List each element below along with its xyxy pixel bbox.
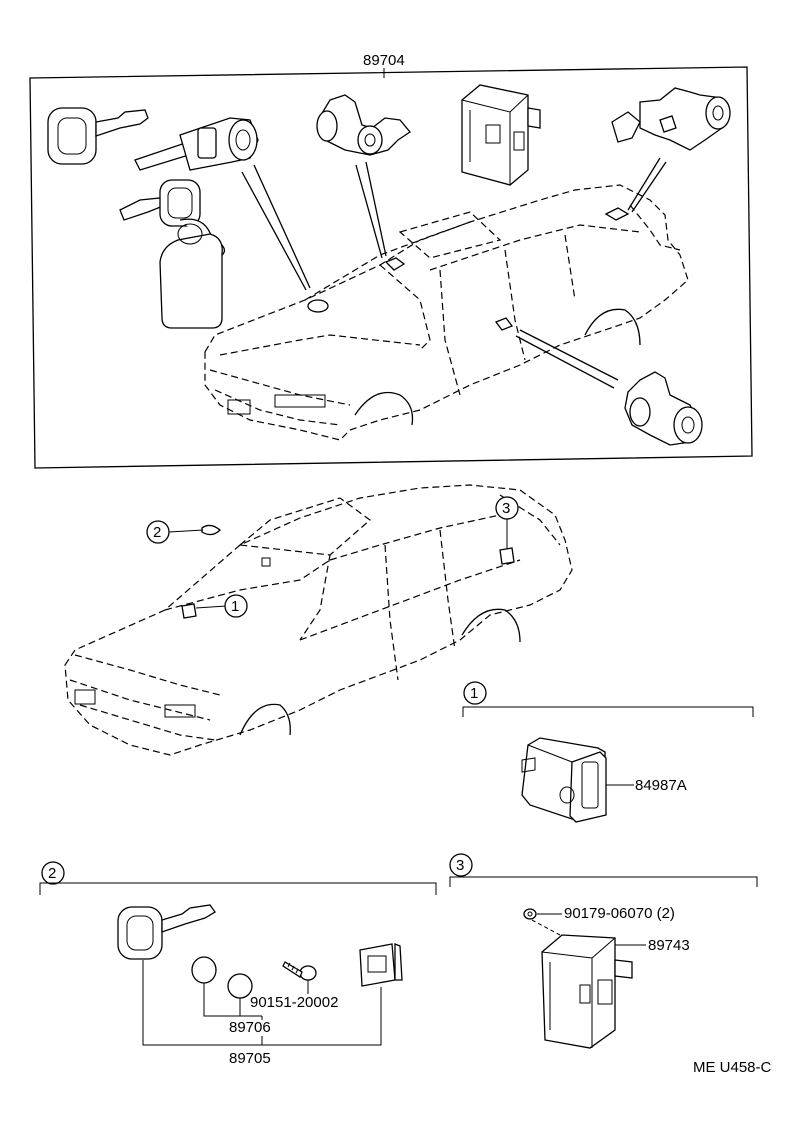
door-lock-cylinder-rh-icon	[624, 371, 703, 446]
detail-3-marker-label: 3	[456, 857, 464, 874]
label-84987A: 84987A	[635, 777, 687, 794]
door-rh-marker	[494, 317, 514, 331]
label-89706: 89706	[229, 1019, 271, 1036]
detail-1-marker-label: 1	[470, 685, 478, 702]
transponder-chip-icon	[191, 956, 217, 984]
pointer-ignition-b	[253, 164, 311, 289]
callout-1-label: 1	[231, 598, 239, 615]
pointer-trunk-lock-b	[631, 161, 667, 213]
switch-icon	[521, 737, 607, 823]
door-lock-cylinder-icon	[316, 94, 411, 156]
detail-3: 3 90179-06070 (2) 89743	[449, 853, 758, 1049]
pointer-door-rh-b	[515, 335, 615, 389]
pointer-door-lock	[355, 164, 383, 259]
pointer-trunk-lock	[627, 157, 661, 211]
ignition-cylinder-icon	[134, 117, 259, 171]
nut-icon	[523, 908, 537, 920]
callout-2: 2	[146, 520, 204, 544]
detail-3-marker	[449, 853, 473, 877]
screw-icon	[282, 961, 317, 981]
callout-3: 3	[495, 496, 519, 549]
label-90179-06070: 90179-06070 (2)	[564, 905, 675, 922]
ecu-detail-icon	[541, 934, 633, 1049]
leader-89706	[203, 983, 241, 1017]
callout-3-label: 3	[502, 500, 510, 517]
door-lock-marker	[384, 257, 406, 271]
detail-2-bracket	[39, 882, 437, 895]
pointer-door-lock-b	[365, 161, 387, 257]
detail-2: 2 90151-20002 89706 89705	[39, 861, 437, 1067]
detail-1: 1 84987A	[462, 681, 754, 823]
trunk-lock-marker	[604, 207, 630, 221]
mirror-marker	[261, 557, 271, 567]
ecu-marker	[499, 547, 515, 565]
key-icon	[47, 107, 149, 165]
car-body-top	[204, 184, 689, 441]
key-marker	[201, 524, 221, 536]
nut-dash-line	[531, 919, 561, 936]
detail-2-marker-label: 2	[48, 865, 56, 882]
transmitter-case-icon	[359, 943, 403, 987]
detail-1-marker	[463, 681, 487, 705]
keyhole-marker	[307, 299, 329, 313]
switch-marker	[181, 603, 197, 619]
pointer-door-rh	[519, 329, 619, 381]
detail-1-bracket	[462, 706, 754, 717]
key-icon-detail	[117, 904, 216, 960]
group-89704: 89704	[29, 52, 753, 469]
label-89704: 89704	[363, 52, 405, 69]
group-frame-89704	[29, 66, 753, 469]
button-cap-icon	[227, 973, 253, 999]
detail-3-bracket	[449, 876, 758, 887]
pointer-ignition	[241, 171, 307, 291]
label-89705: 89705	[229, 1050, 271, 1067]
ecu-icon	[461, 84, 541, 186]
label-89743: 89743	[648, 937, 690, 954]
figure-code: ME U458-C	[693, 1059, 772, 1076]
car-body-middle	[64, 484, 573, 756]
callout-2-label: 2	[153, 524, 161, 541]
label-90151-20002: 90151-20002	[250, 994, 338, 1011]
key-tag-icon	[119, 179, 226, 329]
callout-1: 1	[195, 594, 248, 618]
trunk-lock-cylinder-icon	[611, 87, 731, 151]
detail-2-marker	[41, 861, 65, 885]
